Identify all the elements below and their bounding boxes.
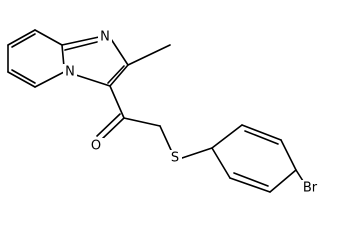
atom-label-layer: N N O S Br bbox=[63, 29, 321, 196]
bond-ring-pyridine bbox=[34, 29, 63, 46]
bond-chain bbox=[159, 125, 172, 151]
atom-n-ring: N bbox=[98, 29, 112, 45]
bond-chain bbox=[109, 85, 125, 119]
bond-c-br bbox=[295, 169, 304, 182]
bond-ring-imidazole bbox=[109, 64, 129, 87]
bond-methyl bbox=[127, 44, 171, 66]
atom-s-thioether: S bbox=[168, 150, 182, 166]
bond-ring-phenyl-inner bbox=[233, 172, 269, 187]
bond-ring-pyridine bbox=[34, 71, 65, 88]
chemical-structure-drawing: N N O S Br bbox=[7, 29, 321, 196]
bond-ring-pyridine bbox=[61, 44, 65, 68]
atom-label-o-carbonyl: O bbox=[91, 139, 101, 154]
bond-ring-phenyl-inner bbox=[244, 130, 279, 145]
bond-ring-phenyl bbox=[211, 124, 243, 149]
bond-carbonyl-double bbox=[100, 117, 125, 141]
bond-ring-pyridine-inner bbox=[11, 33, 36, 48]
bond-ring-imidazole-inner bbox=[107, 65, 125, 84]
bond-ring-pyridine bbox=[7, 71, 36, 88]
bond-ring-pyridine bbox=[7, 29, 36, 46]
atom-label-n-bridge: N bbox=[65, 65, 75, 80]
bond-ring-phenyl bbox=[211, 147, 231, 179]
bond-ring-phenyl bbox=[280, 139, 297, 171]
atom-n-bridge: N bbox=[63, 64, 77, 80]
bond-ring-imidazole bbox=[75, 74, 111, 87]
bond-ring-phenyl bbox=[241, 124, 282, 141]
bond-carbonyl-double-inner bbox=[96, 113, 121, 137]
atom-label-s-thioether: S bbox=[171, 151, 179, 166]
bond-ring-phenyl bbox=[269, 169, 297, 193]
atom-label-br: Br bbox=[303, 181, 318, 196]
bond-ring-imidazole bbox=[110, 38, 129, 66]
bond-ring-imidazole-inner bbox=[64, 41, 98, 51]
bond-chain bbox=[123, 117, 161, 127]
bond-chain bbox=[181, 147, 213, 159]
bond-ring-pyridine-inner bbox=[11, 69, 36, 84]
structure-canvas: N N O S Br bbox=[7, 29, 321, 196]
bond-ring-imidazole bbox=[61, 36, 100, 46]
atom-label-n-ring: N bbox=[100, 30, 110, 45]
bond-layer bbox=[7, 29, 304, 193]
atom-br: Br bbox=[299, 180, 321, 196]
bond-ring-phenyl bbox=[229, 177, 271, 193]
atom-o-carbonyl: O bbox=[89, 138, 104, 154]
